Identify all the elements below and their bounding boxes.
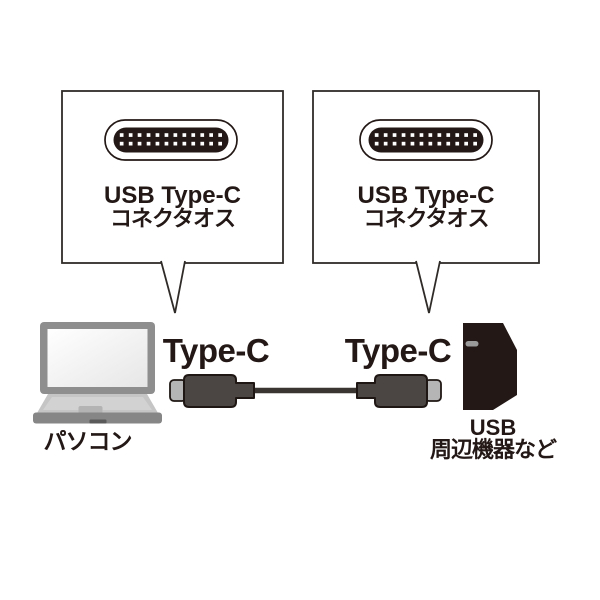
peripheral-label-line1: USB [469, 415, 517, 440]
laptop-base [33, 412, 162, 424]
cable-plug-body-left [183, 374, 255, 408]
type-c-label-left: Type-C [162, 332, 270, 369]
callout-right-title: USB Type-C [357, 182, 495, 209]
callout-box-left-border [61, 90, 284, 264]
usb-peripheral-device-icon [463, 323, 517, 410]
usb-c-cable-icon [169, 374, 442, 408]
peripheral-label-line2: 周辺機器など [429, 437, 557, 462]
callout-left-subtitle: コネクタオス [109, 206, 236, 231]
peripheral-slot [465, 341, 479, 347]
callout-tail-right [415, 260, 441, 314]
laptop-keyboard-area [43, 397, 152, 410]
laptop-screen [47, 329, 148, 387]
peripheral-body [463, 323, 517, 410]
callout-right-subtitle: コネクタオス [363, 206, 489, 231]
laptop-base-notch [89, 419, 107, 424]
computer-label: パソコン [43, 428, 133, 454]
type-c-label-right: Type-C [344, 332, 452, 369]
callout-tail-left [160, 260, 186, 314]
laptop-icon [33, 322, 162, 424]
usb-c-connector-face-icon [104, 119, 238, 161]
callout-box-right [312, 90, 540, 314]
cable-plug-body-right [356, 374, 428, 408]
callout-left-title: USB Type-C [104, 182, 241, 209]
laptop-touchpad [78, 406, 103, 414]
callout-box-right-border [312, 90, 540, 264]
usb-c-connector-face-icon [360, 120, 492, 160]
